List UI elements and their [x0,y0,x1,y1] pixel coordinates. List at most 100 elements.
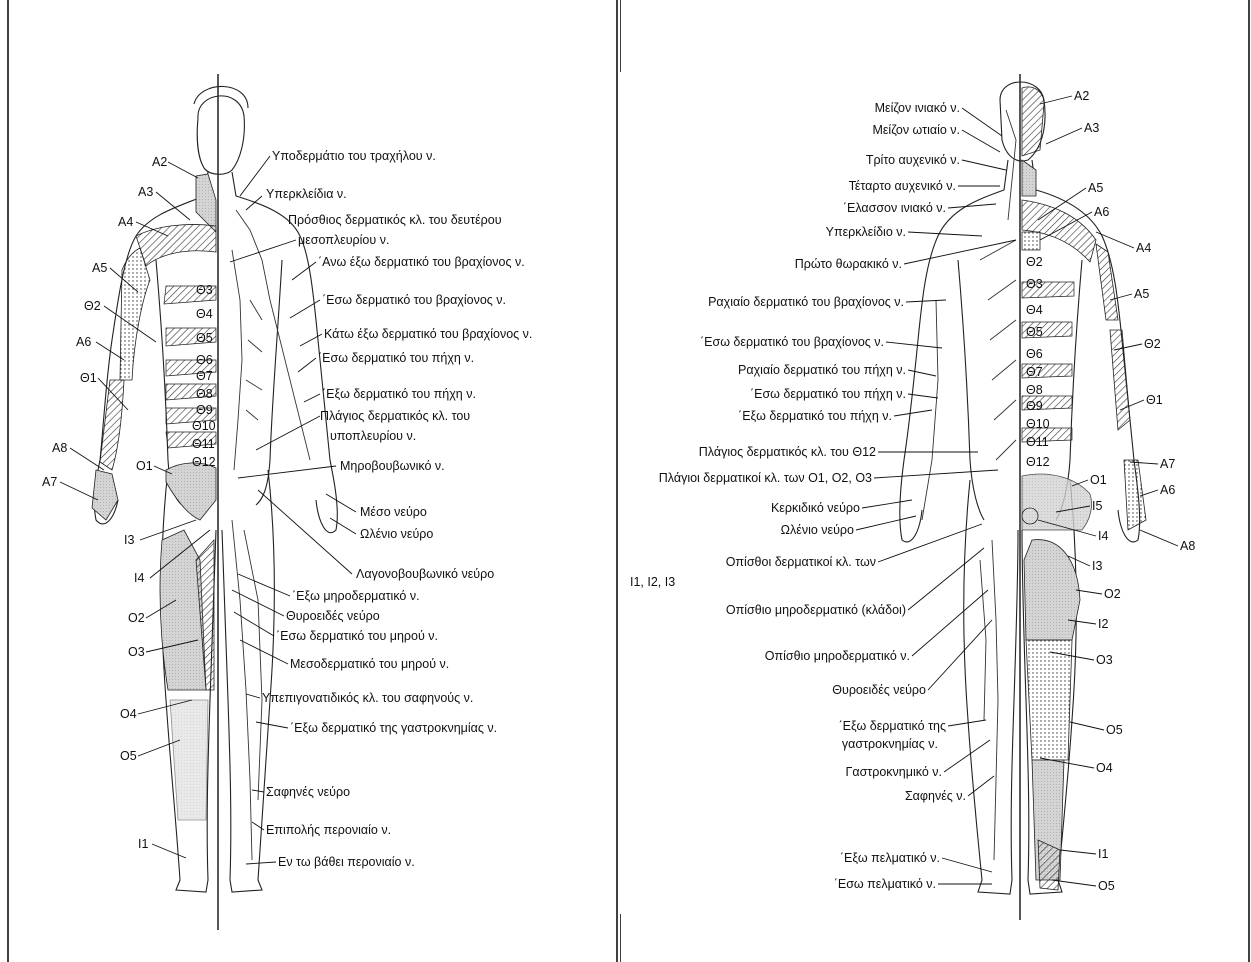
nerve-label: ΄Εξω δερματικό του πήχη ν. [738,409,892,423]
nerve-label: Λαγονοβουβωνικό νεύρο [356,567,494,581]
front-nerve-branches [232,210,310,860]
rib-label: Θ9 [196,403,213,417]
dermatome-label: O3 [128,645,145,659]
dermatome-label: A2 [152,155,167,169]
front-view-panel: Θ3 Θ4 Θ5 Θ6 Θ7 Θ8 Θ9 Θ10 Θ11 Θ12 A2 A3 A… [0,0,620,962]
dermatome-label: O5 [120,749,137,763]
nerve-label: Υπερκλείδια ν. [266,187,347,201]
dermatome-label: I2 [1098,617,1108,631]
rib-label: Θ6 [1026,347,1043,361]
dermatome-label: O1 [136,459,153,473]
rib-label: Θ8 [196,387,213,401]
nerve-label: ΄Εξω πελματικό ν. [840,851,940,865]
nerve-label: Υπεπιγονατιδικός κλ. του σαφηνούς ν. [262,691,473,705]
dermatome-label: A6 [1160,483,1175,497]
dermatome-label: O2 [1104,587,1121,601]
nerve-label: ΄Εξω μηροδερματικό ν. [292,589,420,603]
dermatome-label: A5 [1134,287,1149,301]
dermatome-label: Θ1 [1146,393,1163,407]
nerve-label: Μέσο νεύρο [360,505,427,519]
nerve-label: Κερκιδικό νεύρο [771,501,860,515]
nerve-label: Ωλένιο νεύρο [360,527,433,541]
rib-label: Θ10 [192,419,216,433]
rib-label: Θ7 [1026,365,1043,379]
rib-label: Θ5 [1026,325,1043,339]
rib-label: Θ12 [192,455,216,469]
nerve-label: Υποδερμάτιο του τραχήλου ν. [272,149,436,163]
dermatome-label: O3 [1096,653,1113,667]
nerve-label: Μείζον ωτιαίο ν. [872,123,960,137]
nerve-label: ΄Εσω πελματικό ν. [834,877,936,891]
nerve-label: μεσοπλευρίου ν. [298,233,389,247]
rib-label: Θ6 [196,353,213,367]
dermatome-label: O5 [1106,723,1123,737]
nerve-label: Πρόσθιος δερματικός κλ. του δευτέρου [288,213,502,227]
nerve-label: Μείζον ινιακό ν. [875,101,960,115]
nerve-label: Επιπολής περονιαίο ν. [266,823,391,837]
nerve-label: Οπίσθιο μηροδερματικό ν. [765,649,910,663]
dermatome-label: A7 [42,475,57,489]
back-view-panel: Θ2 Θ3 Θ4 Θ5 Θ6 Θ7 Θ8 Θ9 Θ10 Θ11 Θ12 Μείζ… [620,0,1251,962]
dermatome-label: A7 [1160,457,1175,471]
nerve-label: Οπίσθοι δερματικοί κλ. των [726,555,876,569]
front-right-labels: Υποδερμάτιο του τραχήλου ν. Υπερκλείδια … [230,149,532,869]
nerve-label: ΄Εσω δερματικό του πήχη ν. [750,387,906,401]
nerve-label: Εν τω βάθει περονιαίο ν. [278,855,415,869]
dermatome-label: Θ1 [80,371,97,385]
rib-label: Θ4 [1026,303,1043,317]
dermatome-label: A3 [138,185,153,199]
rib-label: Θ8 [1026,383,1043,397]
nerve-label: ΄Εσω δερματικό του βραχίονος ν. [322,293,506,307]
nerve-label: Οπίσθιο μηροδερματικό (κλάδοι) [726,603,906,617]
nerve-label: Μεσοδερματικό του μηρού ν. [290,657,449,671]
rib-label: Θ11 [192,437,215,451]
rib-label: Θ4 [196,307,213,321]
rib-label: Θ3 [1026,277,1043,291]
nerve-label: Μηροβουβωνικό ν. [340,459,445,473]
front-dermatome-diagram: Θ3 Θ4 Θ5 Θ6 Θ7 Θ8 Θ9 Θ10 Θ11 Θ12 A2 A3 A… [0,0,620,962]
nerve-label: Ωλένιο νεύρο [781,523,854,537]
nerve-label: ΄Εσω δερματικό του μηρού ν. [276,629,438,643]
rib-label: Θ5 [196,331,213,345]
dermatome-label: A8 [1180,539,1195,553]
nerve-label: Πλάγιος δερματικός κλ. του [320,409,470,423]
dermatome-label: I3 [1092,559,1102,573]
nerve-label: Θυροειδές νεύρο [286,609,380,623]
dermatome-label: Θ2 [1144,337,1161,351]
nerve-label: Ραχιαίο δερματικό του βραχίονος ν. [708,295,904,309]
nerve-label: ΄Ελασσον ινιακό ν. [843,201,946,215]
dermatome-label: I5 [1092,499,1102,513]
nerve-label: Κάτω έξω δερματικό του βραχίονος ν. [324,327,532,341]
dermatome-label: A4 [1136,241,1151,255]
nerve-label: Σαφηνές νεύρο [266,785,350,799]
dermatome-label: A4 [118,215,133,229]
nerve-label: Γαστροκνημικό ν. [845,765,942,779]
nerve-label: Τέταρτο αυχενικό ν. [849,179,956,193]
dermatome-label: O4 [120,707,137,721]
dermatome-label: A3 [1084,121,1099,135]
back-left-labels: Μείζον ινιακό ν. Μείζον ωτιαίο ν. Τρίτο … [630,101,1016,891]
nerve-label: ΄Ανω έξω δερματικό του βραχίονος ν. [318,255,525,269]
dermatome-label: I1 [1098,847,1108,861]
nerve-label: ΄Εξω δερματικό του πήχη ν. [322,387,476,401]
nerve-label: ΄Εξω δερματικό της [838,719,946,733]
dermatome-label: O2 [128,611,145,625]
nerve-label: Τρίτο αυχενικό ν. [866,153,960,167]
nerve-label: ΄Εσω δερματικό του πήχη ν. [318,351,474,365]
back-dermatome-bands [1022,87,1146,890]
front-dermatome-bands [92,174,216,820]
dermatome-label: I3 [124,533,134,547]
dermatome-label: A8 [52,441,67,455]
dermatome-label: A5 [92,261,107,275]
back-dermatome-diagram: Θ2 Θ3 Θ4 Θ5 Θ6 Θ7 Θ8 Θ9 Θ10 Θ11 Θ12 Μείζ… [620,0,1251,962]
nerve-label: Πλάγιος δερματικός κλ. του Θ12 [699,445,876,459]
rib-label: Θ2 [1026,255,1043,269]
nerve-label: γαστροκνημίας ν. [842,737,938,751]
dermatome-label: O1 [1090,473,1107,487]
dermatome-label: A5 [1088,181,1103,195]
nerve-label: ΄Εξω δερματικό της γαστροκνημίας ν. [290,721,497,735]
nerve-label: Θυροειδές νεύρο [832,683,926,697]
dermatome-label: A2 [1074,89,1089,103]
nerve-label: υποπλευρίου ν. [330,429,416,443]
